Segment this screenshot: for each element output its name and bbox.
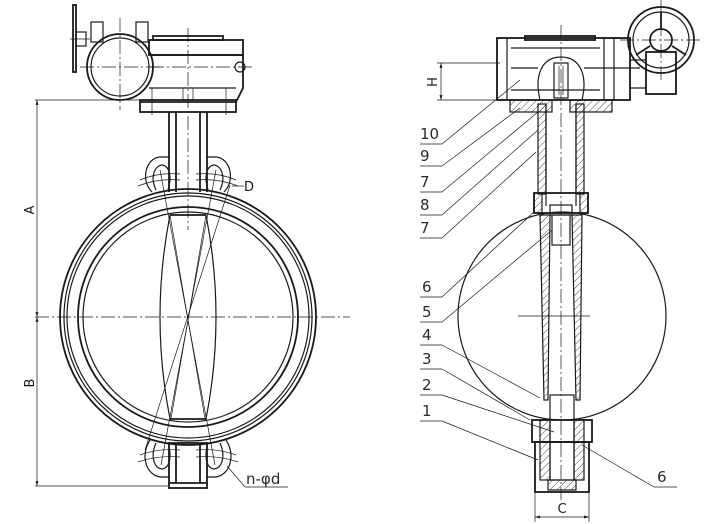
dimension-holes: n-φd	[226, 465, 288, 488]
section-shaft	[531, 214, 593, 493]
part-label-10: 10	[420, 79, 521, 145]
svg-text:8: 8	[420, 196, 430, 214]
bottom-lugs	[137, 439, 239, 489]
handwheel-front	[620, 0, 702, 95]
part-labels-top: 10 9 7 8 7	[420, 79, 539, 239]
part-label-6a: 6	[420, 211, 535, 298]
svg-text:3: 3	[422, 350, 432, 368]
part-label-7b: 7	[420, 151, 537, 239]
gearbox	[80, 18, 254, 230]
dimension-C: C	[534, 492, 590, 522]
dimension-D: D	[232, 180, 254, 195]
top-lugs	[137, 156, 239, 193]
dim-H-label: H	[426, 77, 441, 87]
dim-C-label: C	[557, 502, 566, 517]
dimension-B: B	[23, 317, 168, 487]
svg-text:4: 4	[422, 326, 432, 344]
part-label-1: 1	[420, 402, 539, 461]
section-neck	[533, 103, 589, 246]
dimension-H: H	[426, 62, 500, 101]
part-label-2: 2	[420, 376, 555, 433]
svg-text:2: 2	[422, 376, 432, 394]
front-view: A B D n-φd	[23, 4, 350, 489]
dim-A-label: A	[23, 205, 38, 214]
svg-text:5: 5	[422, 303, 432, 321]
svg-text:9: 9	[420, 147, 430, 165]
part-label-7a: 7	[420, 111, 539, 193]
svg-text:7: 7	[420, 173, 430, 191]
section-gearbox	[496, 25, 640, 500]
part-label-9: 9	[420, 107, 521, 167]
part-label-6b: 6	[581, 444, 677, 488]
part-label-8: 8	[420, 129, 539, 216]
valve-neck	[168, 112, 208, 192]
svg-text:7: 7	[420, 219, 430, 237]
dim-B-label: B	[23, 379, 38, 388]
handwheel-side	[70, 4, 90, 73]
part-label-3: 3	[420, 350, 531, 421]
svg-text:6: 6	[657, 468, 667, 486]
section-view: H C 10 9 7	[420, 0, 702, 522]
svg-text:1: 1	[422, 402, 432, 420]
part-label-5: 5	[420, 229, 553, 323]
part-label-4: 4	[420, 326, 541, 399]
valve-disc	[144, 169, 231, 466]
dim-holes-label: n-φd	[246, 470, 280, 488]
svg-text:6: 6	[422, 278, 432, 296]
svg-text:10: 10	[420, 125, 439, 143]
part-labels-bottom: 6 5 4 3 2	[420, 211, 555, 461]
dim-D-label: D	[244, 180, 254, 195]
dimension-A: A	[23, 99, 140, 317]
